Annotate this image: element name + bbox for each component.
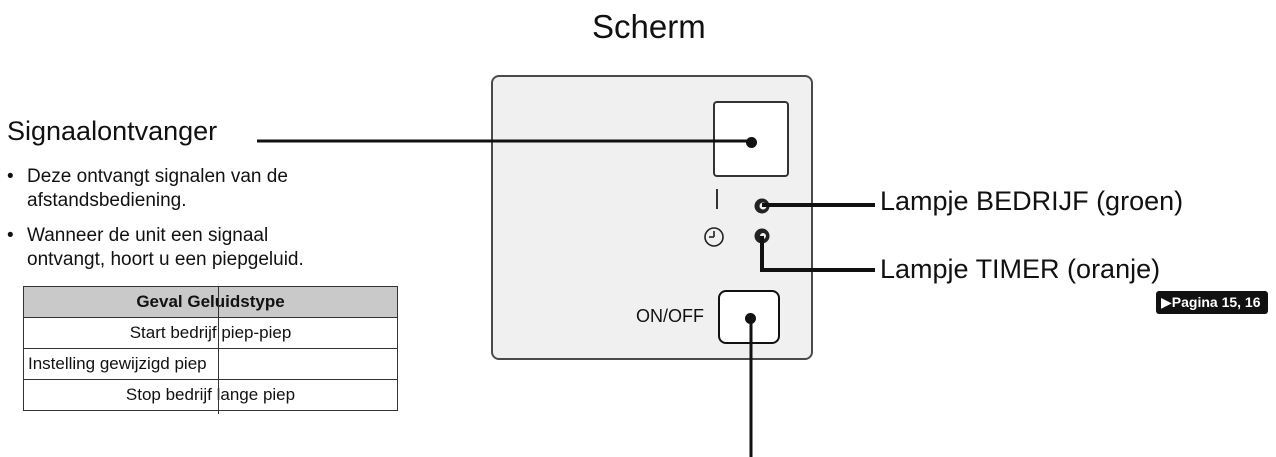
page-title: Scherm xyxy=(592,8,706,45)
table-row: Instelling gewijzigd piep xyxy=(23,348,398,380)
page-reference-badge[interactable]: ▶Pagina 15, 16 xyxy=(1156,291,1268,314)
table-row: Stop bedrijf lange piep xyxy=(23,379,398,411)
bullet-text-line: afstandsbediening. xyxy=(27,190,187,211)
bullet-text-line: Deze ontvangt signalen van de xyxy=(27,166,288,187)
page-reference-text: Pagina 15, 16 xyxy=(1171,294,1261,310)
bullet-icon: • xyxy=(7,225,14,246)
signal-receiver-title: Signaalontvanger xyxy=(7,116,218,146)
table-column-divider xyxy=(218,286,219,414)
run-indicator-mark xyxy=(716,189,718,209)
onoff-label: ON/OFF xyxy=(636,306,704,326)
timer-lamp-label: Lampje TIMER (oranje) xyxy=(880,254,1161,284)
sound-type-table: Geval Geluidstype Start bedrijf piep-pie… xyxy=(23,286,398,411)
bullet-text-line: Wanneer de unit een signaal xyxy=(27,225,269,246)
run-lamp-label: Lampje BEDRIJF (groen) xyxy=(880,186,1184,216)
timer-lamp-leader-line xyxy=(760,236,875,272)
clock-icon xyxy=(704,227,724,247)
table-header: Geval Geluidstype xyxy=(23,286,398,318)
bullet-text-line: ontvangt, hoort u een piepgeluid. xyxy=(27,249,304,270)
play-triangle-icon: ▶ xyxy=(1161,294,1172,310)
bullet-icon: • xyxy=(7,166,14,187)
